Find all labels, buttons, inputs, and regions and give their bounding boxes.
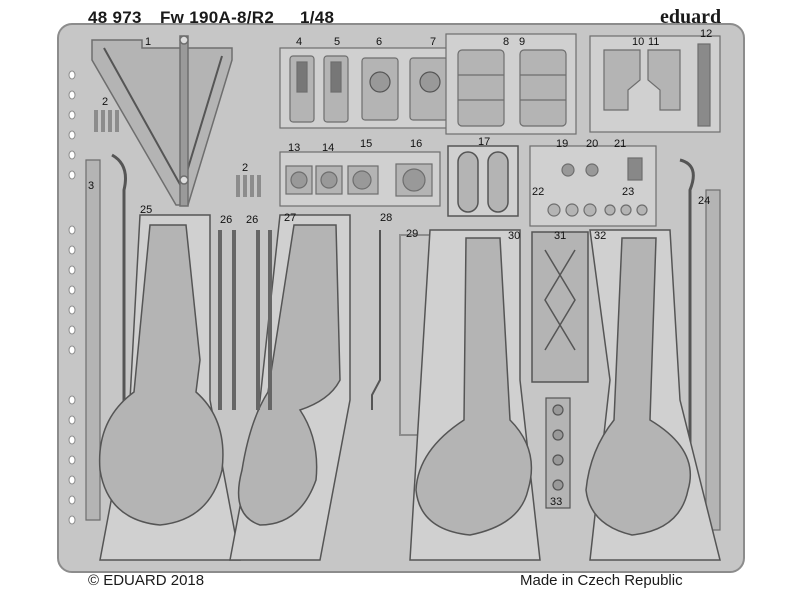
part-33: [545, 397, 571, 509]
part-number-label: 1: [145, 36, 152, 48]
part-number-label: 8: [503, 36, 510, 48]
part-number-label: 33: [550, 496, 563, 508]
model-name: Fw 190A-8/R2: [160, 8, 275, 27]
part-number-label: 3: [88, 180, 95, 192]
part-number-label: 21: [614, 138, 627, 150]
parts-26-rods: [218, 230, 272, 410]
part-number-label: 26: [246, 214, 259, 226]
part-number-label: 20: [586, 138, 599, 150]
part-27-cover: [229, 214, 351, 561]
part-number-label: 13: [288, 142, 301, 154]
part-number-label: 25: [140, 204, 153, 216]
part-32-cover: [585, 229, 721, 561]
parts-19-23: [529, 145, 657, 227]
parts-8-9: [445, 33, 577, 135]
part-31: [531, 231, 589, 383]
part-number-label: 24: [698, 195, 711, 207]
parts-13-16: [279, 151, 441, 207]
scale: 1/48: [300, 8, 335, 27]
part-number-label: 15: [360, 138, 373, 150]
part-number-label: 28: [380, 212, 393, 224]
part-number-label: 9: [519, 36, 526, 48]
part-number-label: 7: [430, 36, 437, 48]
part-17: [447, 145, 519, 217]
parts-10-12: [589, 35, 721, 133]
part-number-label: 6: [376, 36, 383, 48]
part-number-label: 27: [284, 212, 297, 224]
part-number-label: 11: [648, 36, 660, 48]
part-number-label: 17: [478, 136, 491, 148]
part-number-label: 2: [242, 162, 249, 174]
part-number-label: 4: [296, 36, 303, 48]
part-25-cover: [98, 214, 241, 561]
part-number-label: 26: [220, 214, 233, 226]
part-number-label: 23: [622, 186, 635, 198]
part-3-strip: [85, 153, 127, 521]
part-number-label: 31: [554, 230, 567, 242]
left-edge-holes: [68, 70, 76, 525]
part-2-strips: [94, 110, 261, 197]
brand-logo: eduard: [660, 6, 722, 28]
catalog-number: 48 973: [88, 8, 142, 27]
part-number-label: 19: [556, 138, 569, 150]
part-number-label: 22: [532, 186, 545, 198]
part-number-label: 12: [700, 28, 713, 40]
part-number-label: 29: [406, 228, 419, 240]
origin-text: Made in Czech Republic: [520, 572, 683, 589]
copyright-text: © EDUARD 2018: [88, 572, 205, 589]
part-number-label: 2: [102, 96, 109, 108]
part-number-label: 30: [508, 230, 521, 242]
part-number-label: 32: [594, 230, 607, 242]
part-number-label: 5: [334, 36, 341, 48]
part-number-label: 16: [410, 138, 423, 150]
parts-4-7-panels: [279, 47, 463, 129]
part-number-label: 14: [322, 142, 335, 154]
part-30-cover: [409, 229, 541, 561]
part-1-triangle: [91, 35, 233, 207]
part-number-label: 10: [632, 36, 645, 48]
